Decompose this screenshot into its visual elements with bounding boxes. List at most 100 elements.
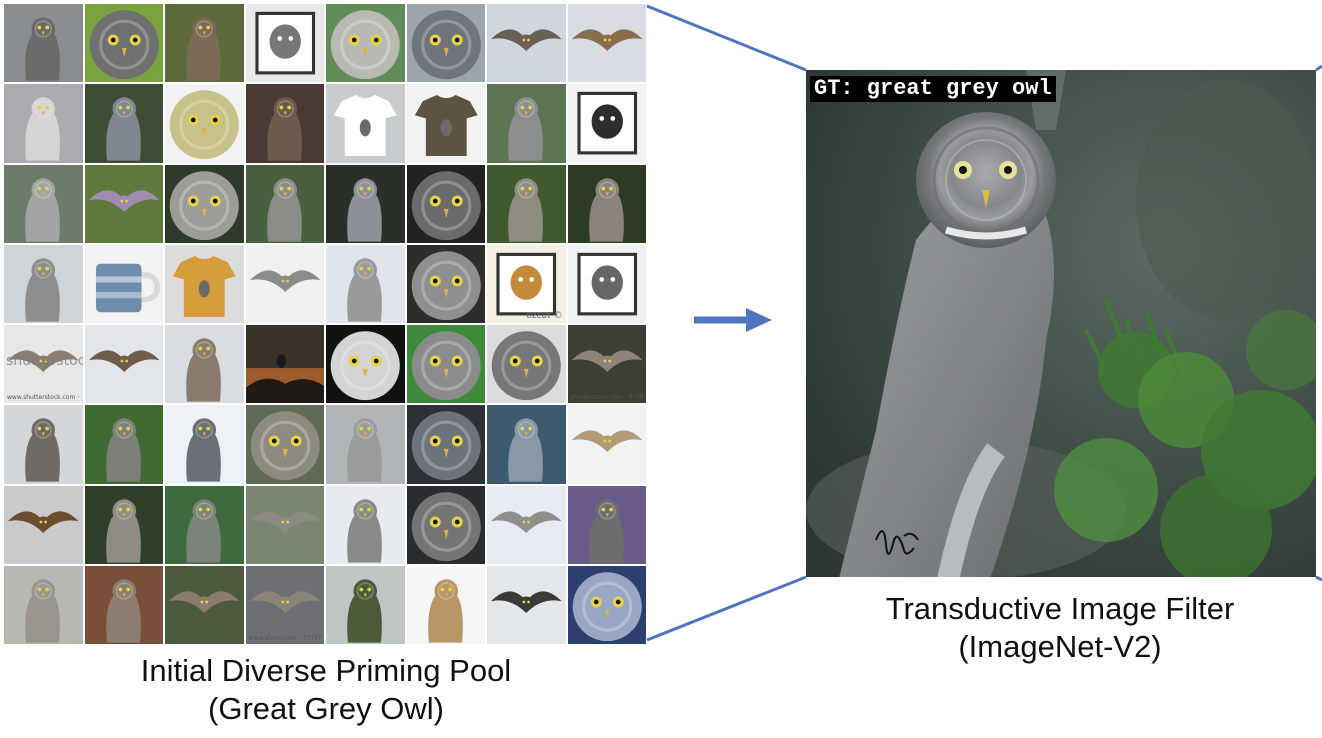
owl-thumbnail-icon xyxy=(333,95,397,157)
owl-thumbnail-icon xyxy=(186,498,221,563)
thumbnail-6-1 xyxy=(4,405,83,484)
thumbnail-7-1 xyxy=(4,485,83,564)
owl-thumbnail-icon xyxy=(105,97,141,161)
thumbnail-8-2 xyxy=(84,565,163,644)
priming-pool-caption-line1: Initial Diverse Priming Pool xyxy=(140,653,512,688)
owl-thumbnail-icon xyxy=(588,177,624,242)
thumbnail-1-3 xyxy=(165,4,244,83)
stock-watermark: ozcut © xyxy=(526,311,563,321)
stock-watermark: shutterstock xyxy=(6,353,83,369)
owl-thumbnail-icon xyxy=(427,579,463,643)
thumbnail-1-7 xyxy=(487,4,566,83)
owl-thumbnail-icon xyxy=(411,170,481,240)
owl-thumbnail-icon xyxy=(25,258,60,322)
owl-thumbnail-icon xyxy=(508,177,543,242)
thumbnail-2-7 xyxy=(487,84,566,163)
owl-thumbnail-icon xyxy=(411,10,481,80)
owl-thumbnail-icon xyxy=(25,418,60,482)
thumbnail-4-3 xyxy=(165,244,244,323)
thumbnail-2-1 xyxy=(4,84,83,163)
owl-thumbnail-icon xyxy=(172,255,236,317)
owl-thumbnail-icon xyxy=(576,92,637,155)
thumbnail-1-2 xyxy=(84,4,163,83)
thumbnail-6-4 xyxy=(245,405,324,484)
image-filter-caption-line2: (ImageNet-V2) xyxy=(958,629,1162,664)
thumbnail-4-8 xyxy=(567,244,646,323)
thumbnail-4-4 xyxy=(245,244,324,323)
thumbnail-5-8: shutterstock.com · 97994155 xyxy=(567,325,646,404)
owl-thumbnail-icon xyxy=(186,17,221,81)
thumbnail-4-6 xyxy=(406,244,485,323)
owl-thumbnail-icon xyxy=(490,29,562,51)
owl-thumbnail-icon xyxy=(347,177,382,242)
priming-pool-caption: Initial Diverse Priming Pool (Great Grey… xyxy=(86,652,566,728)
thumbnail-7-4 xyxy=(245,485,324,564)
owl-thumbnail-icon xyxy=(571,350,643,372)
signature-scribble xyxy=(875,530,919,555)
thumbnail-5-5 xyxy=(326,325,405,404)
connector-top-left xyxy=(646,4,807,72)
thumbnail-7-2 xyxy=(84,485,163,564)
thumbnail-1-5 xyxy=(326,4,405,83)
connector-bottom-left xyxy=(646,575,807,642)
owl-thumbnail-icon xyxy=(266,97,302,161)
owl-thumbnail-icon xyxy=(411,331,481,401)
owl-thumbnail-icon xyxy=(571,430,643,453)
thumbnail-2-2 xyxy=(84,84,163,163)
owl-thumbnail-icon xyxy=(25,97,60,161)
owl-thumbnail-icon xyxy=(89,10,159,80)
thumbnail-7-6 xyxy=(406,485,485,564)
stock-watermark: shutterstock.com · 97994155 xyxy=(570,394,644,402)
thumbnail-4-2 xyxy=(84,244,163,323)
owl-thumbnail-icon xyxy=(490,510,562,533)
thumbnail-7-3 xyxy=(165,485,244,564)
thumbnail-2-4 xyxy=(245,84,324,163)
thumbnail-8-7 xyxy=(487,565,566,644)
owl-thumbnail-icon xyxy=(411,251,481,320)
thumbnail-7-5 xyxy=(326,485,405,564)
owl-thumbnail-icon xyxy=(491,331,561,401)
thumbnail-1-4 xyxy=(245,4,324,83)
thumbnail-1-8 xyxy=(567,4,646,83)
owl-thumbnail-icon xyxy=(347,258,382,322)
owl-thumbnail-icon xyxy=(169,90,239,160)
thumbnail-5-1: shutterstockwww.shutterstock.com · 28612… xyxy=(4,325,83,404)
owl-thumbnail-icon xyxy=(411,411,481,481)
thumbnail-4-1 xyxy=(4,244,83,323)
owl-thumbnail-icon xyxy=(169,170,239,240)
image-filter-caption: Transductive Image Filter (ImageNet-V2) xyxy=(810,590,1310,666)
owl-thumbnail-icon xyxy=(508,418,543,482)
priming-pool-caption-line2: (Great Grey Owl) xyxy=(208,691,444,726)
owl-thumbnail-icon xyxy=(186,338,221,402)
owl-thumbnail-icon xyxy=(95,263,160,313)
thumbnail-5-2 xyxy=(84,325,163,404)
owl-thumbnail-icon xyxy=(25,579,60,643)
thumbnail-8-6 xyxy=(406,565,485,644)
thumbnail-1-1 xyxy=(4,4,83,83)
thumbnail-4-5 xyxy=(326,244,405,323)
owl-thumbnail-icon xyxy=(571,29,643,51)
thumbnail-5-4 xyxy=(245,325,324,404)
thumbnail-3-3 xyxy=(165,164,244,243)
owl-thumbnail-icon xyxy=(249,510,321,533)
thumbnail-8-5 xyxy=(326,565,405,644)
owl-thumbnail-icon xyxy=(508,97,543,161)
owl-thumbnail-icon xyxy=(254,11,315,75)
owl-thumbnail-icon xyxy=(496,252,557,316)
thumbnail-3-8 xyxy=(567,164,646,243)
thumbnail-2-5 xyxy=(326,84,405,163)
owl-thumbnail-icon xyxy=(266,177,302,242)
thumbnail-2-6 xyxy=(406,84,485,163)
thumbnail-5-3 xyxy=(165,325,244,404)
owl-thumbnail-icon xyxy=(572,572,642,641)
thumbnail-7-7 xyxy=(487,485,566,564)
owl-photo-illustration xyxy=(806,70,1316,577)
owl-thumbnail-icon xyxy=(7,350,79,372)
owl-thumbnail-icon xyxy=(88,189,160,212)
owl-thumbnail-icon xyxy=(186,418,221,482)
thumbnail-3-1 xyxy=(4,164,83,243)
owl-thumbnail-icon xyxy=(105,418,141,482)
thumbnail-6-6 xyxy=(406,405,485,484)
thumbnail-5-7 xyxy=(487,325,566,404)
